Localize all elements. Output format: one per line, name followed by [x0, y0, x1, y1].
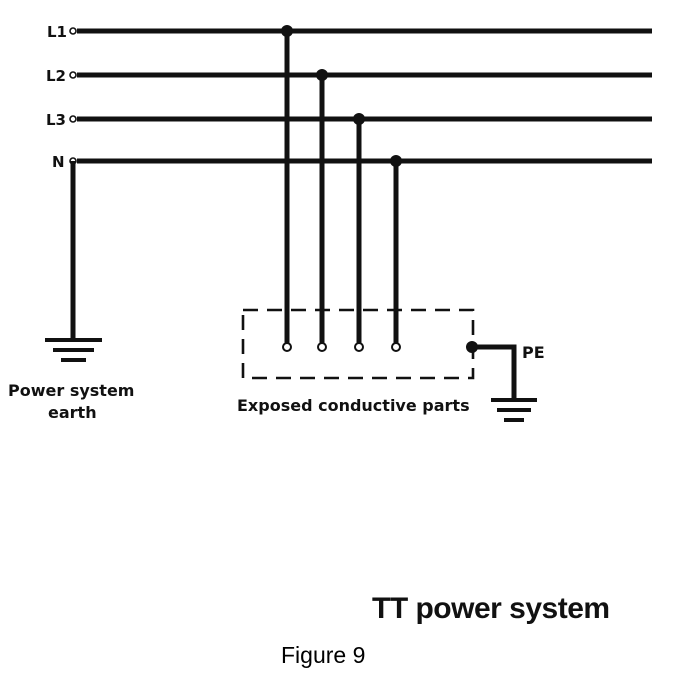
diagram-title: TT power system: [372, 592, 610, 625]
equipment-terminal-l1: [282, 342, 292, 352]
junction-l2: [316, 69, 328, 81]
conductor-label-n: N: [52, 153, 65, 171]
junction-l3: [353, 113, 365, 125]
conductor-label-l3: L3: [46, 111, 66, 129]
pe-label: PE: [522, 343, 545, 362]
conductor-label-l1: L1: [47, 23, 67, 41]
terminal-l1: [69, 27, 77, 35]
equipment-terminal-n: [391, 342, 401, 352]
exposed-parts-label: Exposed conductive parts: [237, 396, 470, 415]
equipment-terminal-l3: [354, 342, 364, 352]
pe-conductor: [472, 344, 517, 398]
figure-caption: Figure 9: [281, 642, 366, 668]
junction-l1: [281, 25, 293, 37]
power-system-earth-label-1: Power system: [8, 381, 134, 400]
conductor-label-l2: L2: [46, 67, 66, 85]
junction-n: [390, 155, 402, 167]
power-system-earth-label-2: earth: [48, 403, 97, 422]
power-system-earth-symbol: [45, 338, 102, 362]
exposed-parts-earth-symbol: [491, 398, 537, 422]
terminal-l2: [69, 71, 77, 79]
terminal-l3: [69, 115, 77, 123]
equipment-terminal-l2: [317, 342, 327, 352]
